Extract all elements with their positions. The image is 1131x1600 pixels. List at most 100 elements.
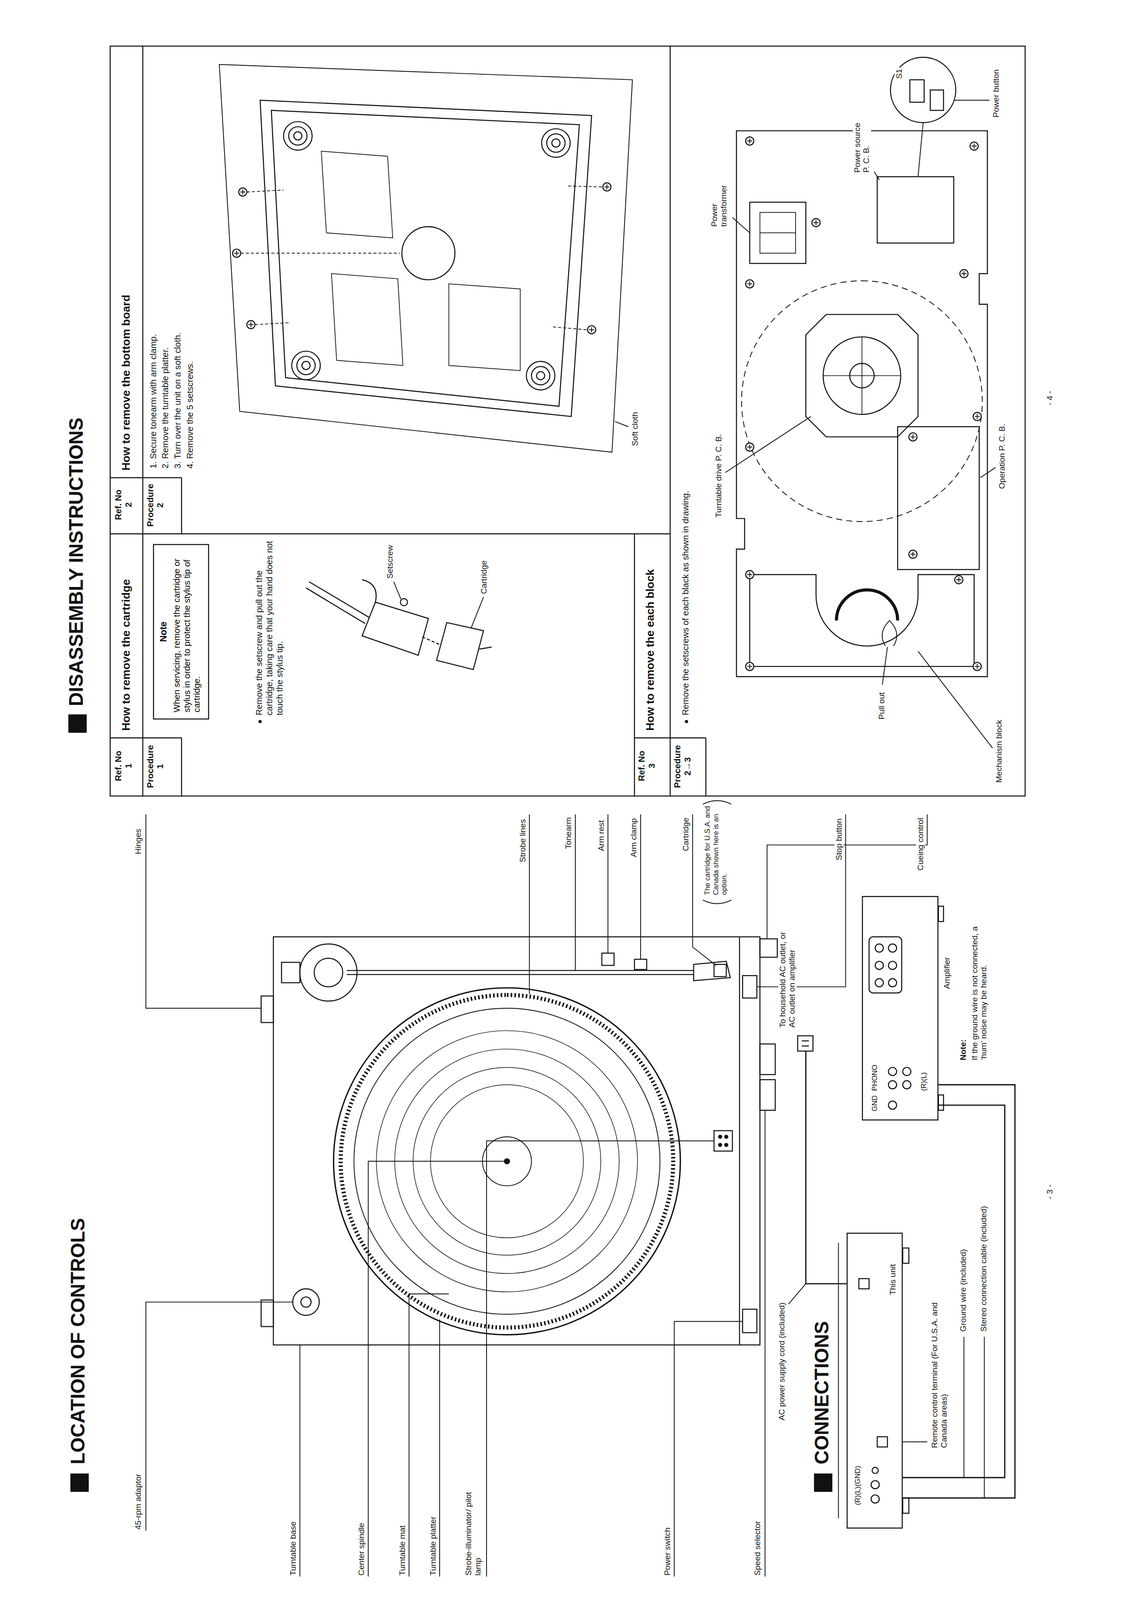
turntable-top-view [281, 961, 301, 983]
mechanism-drawing [745, 137, 754, 146]
bottom-board-drawing [531, 366, 550, 385]
connection-drawing [871, 1480, 880, 1489]
part-label: Cartridge [681, 816, 691, 852]
bottom-board-drawing [240, 185, 602, 330]
part-label: Power transformer [709, 178, 729, 228]
connection-drawing [875, 961, 884, 970]
section-marker [68, 714, 833, 1492]
connection-drawing [888, 1080, 897, 1089]
table-cell: Procedure 1 [145, 741, 167, 791]
mechanism-drawing [749, 574, 975, 667]
bottom-board-drawing [219, 64, 633, 452]
terminal-label: GND [871, 1095, 880, 1111]
mechanism-drawing [909, 79, 925, 103]
mechanism-drawing [918, 650, 993, 748]
bottom-board-drawing [259, 100, 592, 417]
turntable-top-view [504, 1158, 510, 1164]
bottom-board-drawing [526, 361, 555, 391]
cartridge-drawing [361, 579, 377, 603]
connection-drawing [902, 1441, 927, 1443]
table-cell: 1. Secure tonearm with arm clamp. [148, 332, 159, 470]
table-cell: How to remove the each block [643, 568, 657, 732]
connection-drawing [858, 1278, 869, 1289]
note-text: If the ground wire is not connected, a ‘… [970, 906, 989, 1062]
turntable-rear-panel: (R)(L)(GND)This unit [846, 1232, 903, 1529]
mechanism-drawing [725, 416, 811, 473]
terminal-label: (R)(L)(GND) [853, 1465, 862, 1505]
turntable-top-view [718, 1134, 722, 1138]
turntable-top-view [724, 1134, 728, 1138]
part-label: Speed selector [752, 1519, 763, 1577]
connection-drawing [888, 961, 897, 970]
instruction-table [669, 46, 671, 796]
instruction-table [258, 719, 263, 723]
mechanism-drawing [953, 99, 990, 101]
part-label: Turntable platter [428, 1515, 438, 1577]
leader-line [640, 814, 642, 960]
instruction-table [110, 533, 671, 534]
turntable-top-view [261, 1299, 274, 1327]
page-number: - 4 - [1045, 389, 1056, 407]
table-cell: Ref. No 2 [114, 486, 135, 523]
leader-line [486, 1140, 715, 1577]
turntable-top-view [314, 958, 343, 987]
connection-drawing [788, 1283, 806, 1304]
connection-drawing [902, 1497, 909, 1513]
part-label: Stop button [834, 817, 844, 862]
leader-line [408, 1293, 449, 1577]
bottom-board-drawing [602, 182, 611, 191]
part-label: To household AC outlet, or AC outlet on … [778, 920, 798, 1029]
turntable-top-view [739, 936, 741, 1345]
mechanism-drawing [980, 467, 996, 478]
note-text: When servicing, remove the cartridge or … [171, 550, 203, 713]
bottom-board-drawing [301, 361, 310, 370]
bottom-board-drawing [240, 252, 400, 254]
mechanism-drawing [874, 171, 880, 180]
instruction-table [180, 477, 182, 534]
turntable-top-view [714, 964, 727, 977]
part-label: S1 [894, 67, 904, 80]
bottom-board-drawing [550, 326, 587, 330]
turntable-top-view [714, 1130, 733, 1152]
turntable-top-view [760, 1043, 776, 1075]
table-cell: How to remove the bottom board [119, 293, 133, 472]
connection-drawing [875, 978, 884, 987]
mechanism-drawing [836, 589, 898, 621]
table-cell: 2. Remove the turntable platter. [161, 346, 172, 470]
part-label: Strobe lines [518, 818, 528, 864]
amplifier-box: GNDPHONO(R)(L)Amplifier [862, 895, 939, 1121]
mechanism-drawing [970, 142, 979, 151]
leader-line [756, 814, 846, 987]
bottom-board-drawing [255, 322, 292, 325]
mechanism-drawing [745, 570, 754, 579]
cartridge-drawing [361, 602, 429, 656]
part-label: Setscrew [385, 544, 395, 580]
section-marker [70, 1473, 89, 1492]
instruction-table [142, 46, 143, 796]
mechanism-drawing [745, 279, 754, 288]
instruction-table [705, 737, 707, 796]
turntable-top-view [601, 953, 615, 966]
section-heading: LOCATION OF CONTROLS [67, 1216, 90, 1466]
connection-drawing [868, 936, 902, 993]
terminal-label: (R)(L) [920, 1072, 929, 1091]
mechanism-drawing [811, 218, 820, 227]
instruction-table [110, 46, 1026, 796]
turntable-top-view [346, 973, 694, 975]
table-cell: 3. Turn over the unit on a soft cloth. [173, 331, 184, 470]
turntable-top-view [742, 1308, 757, 1333]
turntable-top-view [718, 1142, 722, 1146]
bottom-board-drawing [536, 371, 545, 380]
turntable-top-view [760, 938, 778, 957]
leader-line [299, 1344, 301, 1577]
bottom-board-drawing [232, 249, 241, 258]
bottom-board-drawing [541, 128, 571, 158]
cartridge-drawing [393, 581, 402, 600]
leader-line [607, 814, 609, 954]
part-label: Tonearm [564, 816, 574, 850]
bottom-board-drawing [271, 110, 580, 407]
bottom-board-drawing [291, 351, 321, 380]
connection-drawing [983, 1336, 985, 1498]
